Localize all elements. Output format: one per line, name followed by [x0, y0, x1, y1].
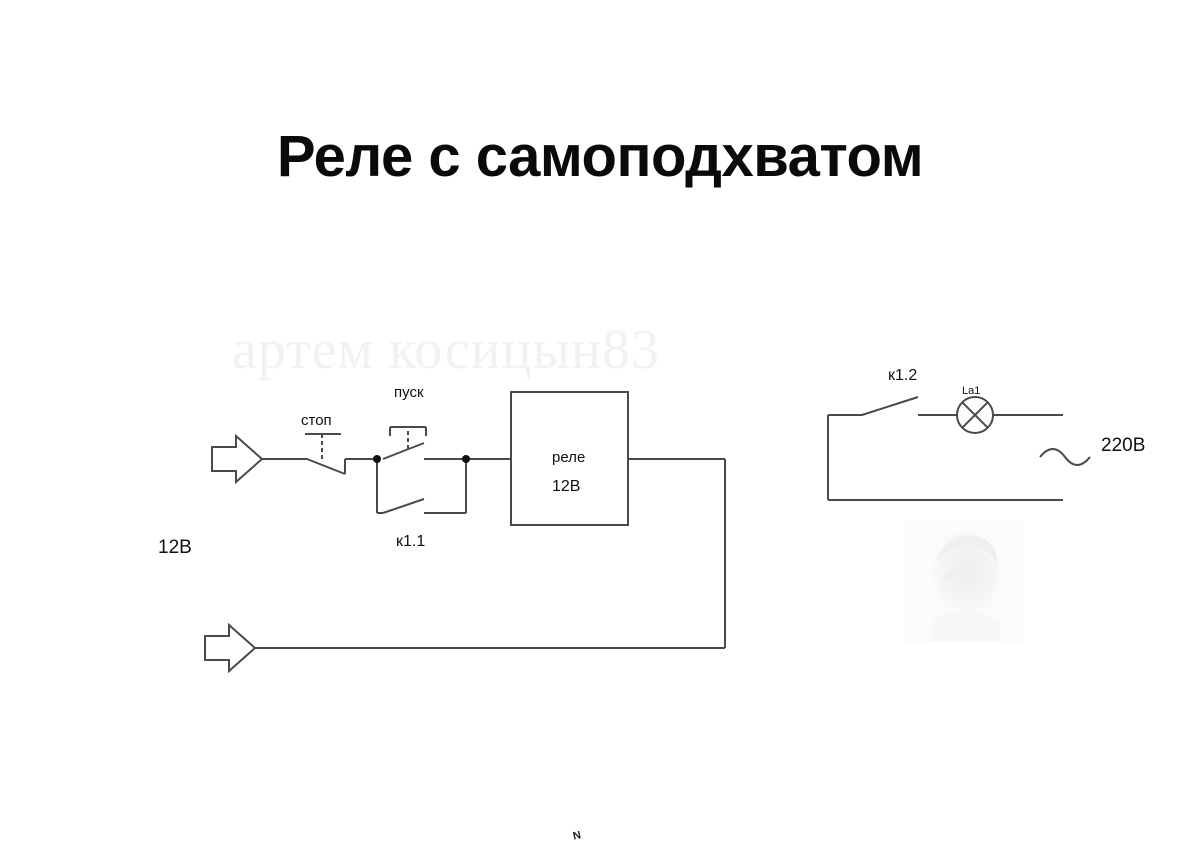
junction-dot	[462, 455, 470, 463]
relay-name-label: реле	[552, 449, 586, 466]
load-contact-label: к1.2	[888, 367, 918, 384]
ac-sine-icon	[1039, 448, 1091, 466]
latch-contact-symbol	[376, 459, 467, 514]
junction-dot	[373, 455, 381, 463]
relay-voltage-label: 12В	[552, 478, 581, 495]
arrow-terminal-out	[204, 622, 257, 674]
relay-box	[510, 391, 629, 526]
control-supply-label: 12В	[158, 537, 192, 558]
lamp-label: La1	[962, 385, 981, 397]
start-button-symbol	[382, 426, 427, 460]
stop-button-label: стоп	[301, 412, 332, 429]
load-supply-label: 220В	[1101, 435, 1146, 456]
arrow-terminal-in	[211, 433, 264, 485]
page-title: Реле с самоподхватом	[276, 124, 924, 189]
start-button-label: пуск	[394, 384, 424, 401]
stop-button-symbol	[305, 433, 346, 475]
latch-contact-label: к1.1	[396, 533, 426, 550]
load-contact-symbol	[861, 396, 919, 416]
lamp-symbol	[956, 396, 994, 434]
